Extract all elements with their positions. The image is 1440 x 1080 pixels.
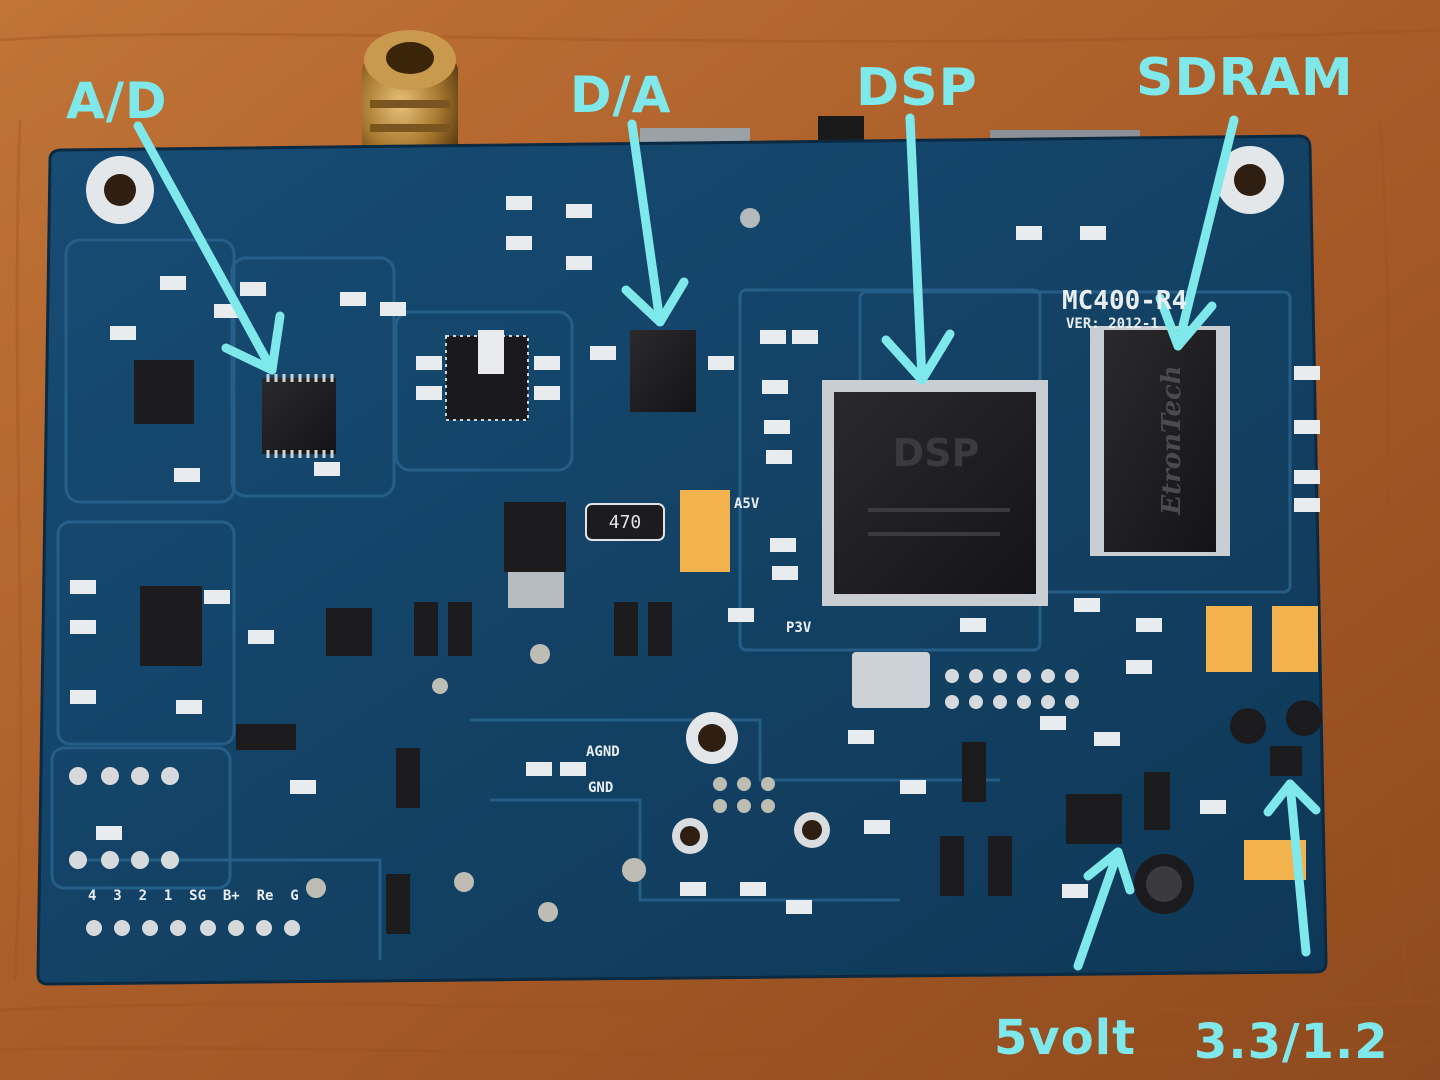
arrow-dsp: [881, 113, 955, 385]
dsp-chip-logo: DSP: [893, 431, 980, 475]
arrow-sdram: [1155, 115, 1239, 351]
small-ics: [134, 330, 1302, 844]
board-version-silkscreen: VER: 2012-1: [1066, 316, 1159, 332]
p3v-silkscreen: P3V: [786, 620, 812, 636]
dsp-chip: DSP: [822, 380, 1048, 606]
label-3-3-1-2: 3.3/1.2: [1194, 1014, 1389, 1070]
solder-points: [306, 644, 775, 922]
arrow-da: [621, 119, 689, 327]
ad-converter-chip: [262, 374, 336, 458]
label-da: D/A: [570, 66, 672, 124]
smd-components: [70, 196, 1320, 914]
power-components: 470: [386, 490, 1322, 934]
pin-headers: [69, 669, 1079, 936]
arrow-33: [1263, 779, 1321, 957]
sdram-chip: EtronTech: [1090, 326, 1230, 556]
gnd-silkscreen: GND: [588, 780, 614, 796]
label-dsp: DSP: [856, 58, 978, 118]
annotation-arrows: [133, 113, 1321, 971]
resistor-value: 470: [609, 512, 642, 533]
connector-pin-labels: 4 3 2 1 SG B+ Re G: [88, 888, 299, 904]
wood-grain: [0, 28, 1440, 1057]
rca-connector: [362, 30, 458, 170]
label-5volt: 5volt: [994, 1010, 1137, 1066]
sdram-chip-brand: EtronTech: [1157, 365, 1187, 515]
arrow-5volt: [1073, 847, 1135, 971]
label-sdram: SDRAM: [1136, 48, 1354, 108]
mounting-holes: [86, 146, 1284, 854]
a5v-silkscreen: A5V: [734, 496, 760, 512]
board-model-silkscreen: MC400-R4: [1062, 286, 1188, 316]
agnd-silkscreen: AGND: [586, 744, 620, 760]
arrow-ad: [133, 121, 285, 375]
label-ad: A/D: [66, 72, 168, 130]
